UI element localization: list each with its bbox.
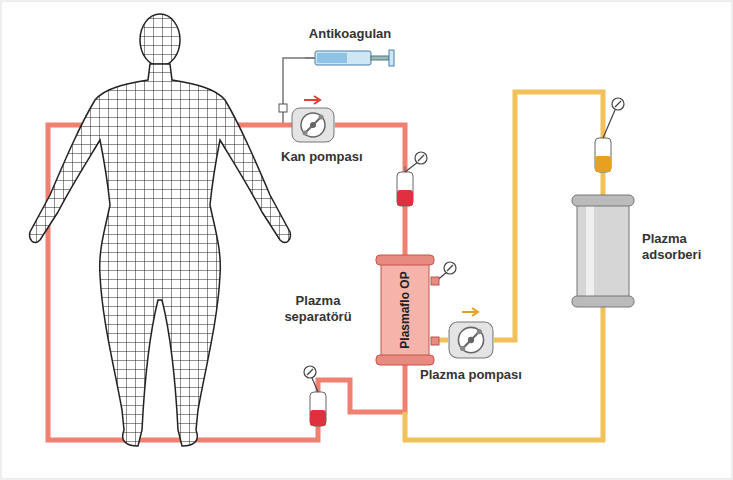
human-body: [30, 14, 291, 446]
flow-arrow: [304, 96, 320, 104]
device-text: Plasmaflo OP: [398, 271, 412, 348]
syringe: Antikoagulan: [305, 48, 395, 68]
device-label: Plazma adsorberi: [642, 231, 728, 262]
syringe-shape: [305, 48, 395, 68]
device-label: Kan pompası: [281, 149, 363, 165]
plasma-return-line: [405, 307, 603, 440]
device-label: Plazma separatörü: [273, 293, 363, 324]
plasma-pump: Plazma pompası: [448, 321, 494, 359]
tube-line: [335, 125, 405, 255]
blood-pump: Kan pompası: [291, 107, 335, 143]
flow-arrow: [462, 308, 478, 316]
device-label: Antikoagulan: [309, 26, 391, 42]
drip-chamber: [310, 392, 326, 426]
plasma-adsorber: Plazma adsorberi: [572, 195, 634, 307]
pressure-gauge: [304, 98, 624, 392]
drip-chamber: [595, 138, 611, 172]
blood-line: [236, 123, 292, 128]
pump-shape: [291, 107, 335, 143]
plasma-separator: Plazma separatörüPlasmaflo OP: [375, 255, 435, 365]
device-label: Plazma pompası: [420, 367, 522, 383]
pump-shape: [448, 321, 494, 359]
adsorber-shape: [572, 195, 634, 307]
junction: [279, 104, 287, 112]
